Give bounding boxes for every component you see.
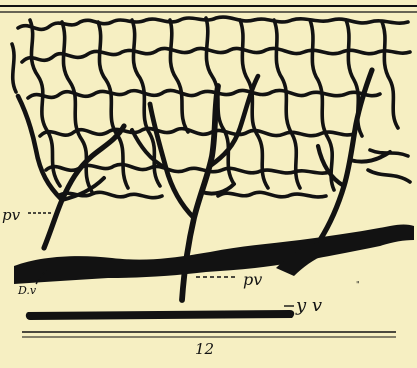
label-pv-lower: pv (243, 272, 262, 288)
large-vessels (14, 225, 414, 321)
figure-number: 12 (195, 342, 214, 357)
label-yv: y v (296, 297, 322, 315)
top-border-lines (0, 6, 417, 12)
bottom-border-lines (22, 332, 396, 337)
label-dv: D.v (18, 285, 36, 296)
label-pv-upper: pv (2, 208, 20, 223)
small-mark: " (356, 280, 360, 289)
